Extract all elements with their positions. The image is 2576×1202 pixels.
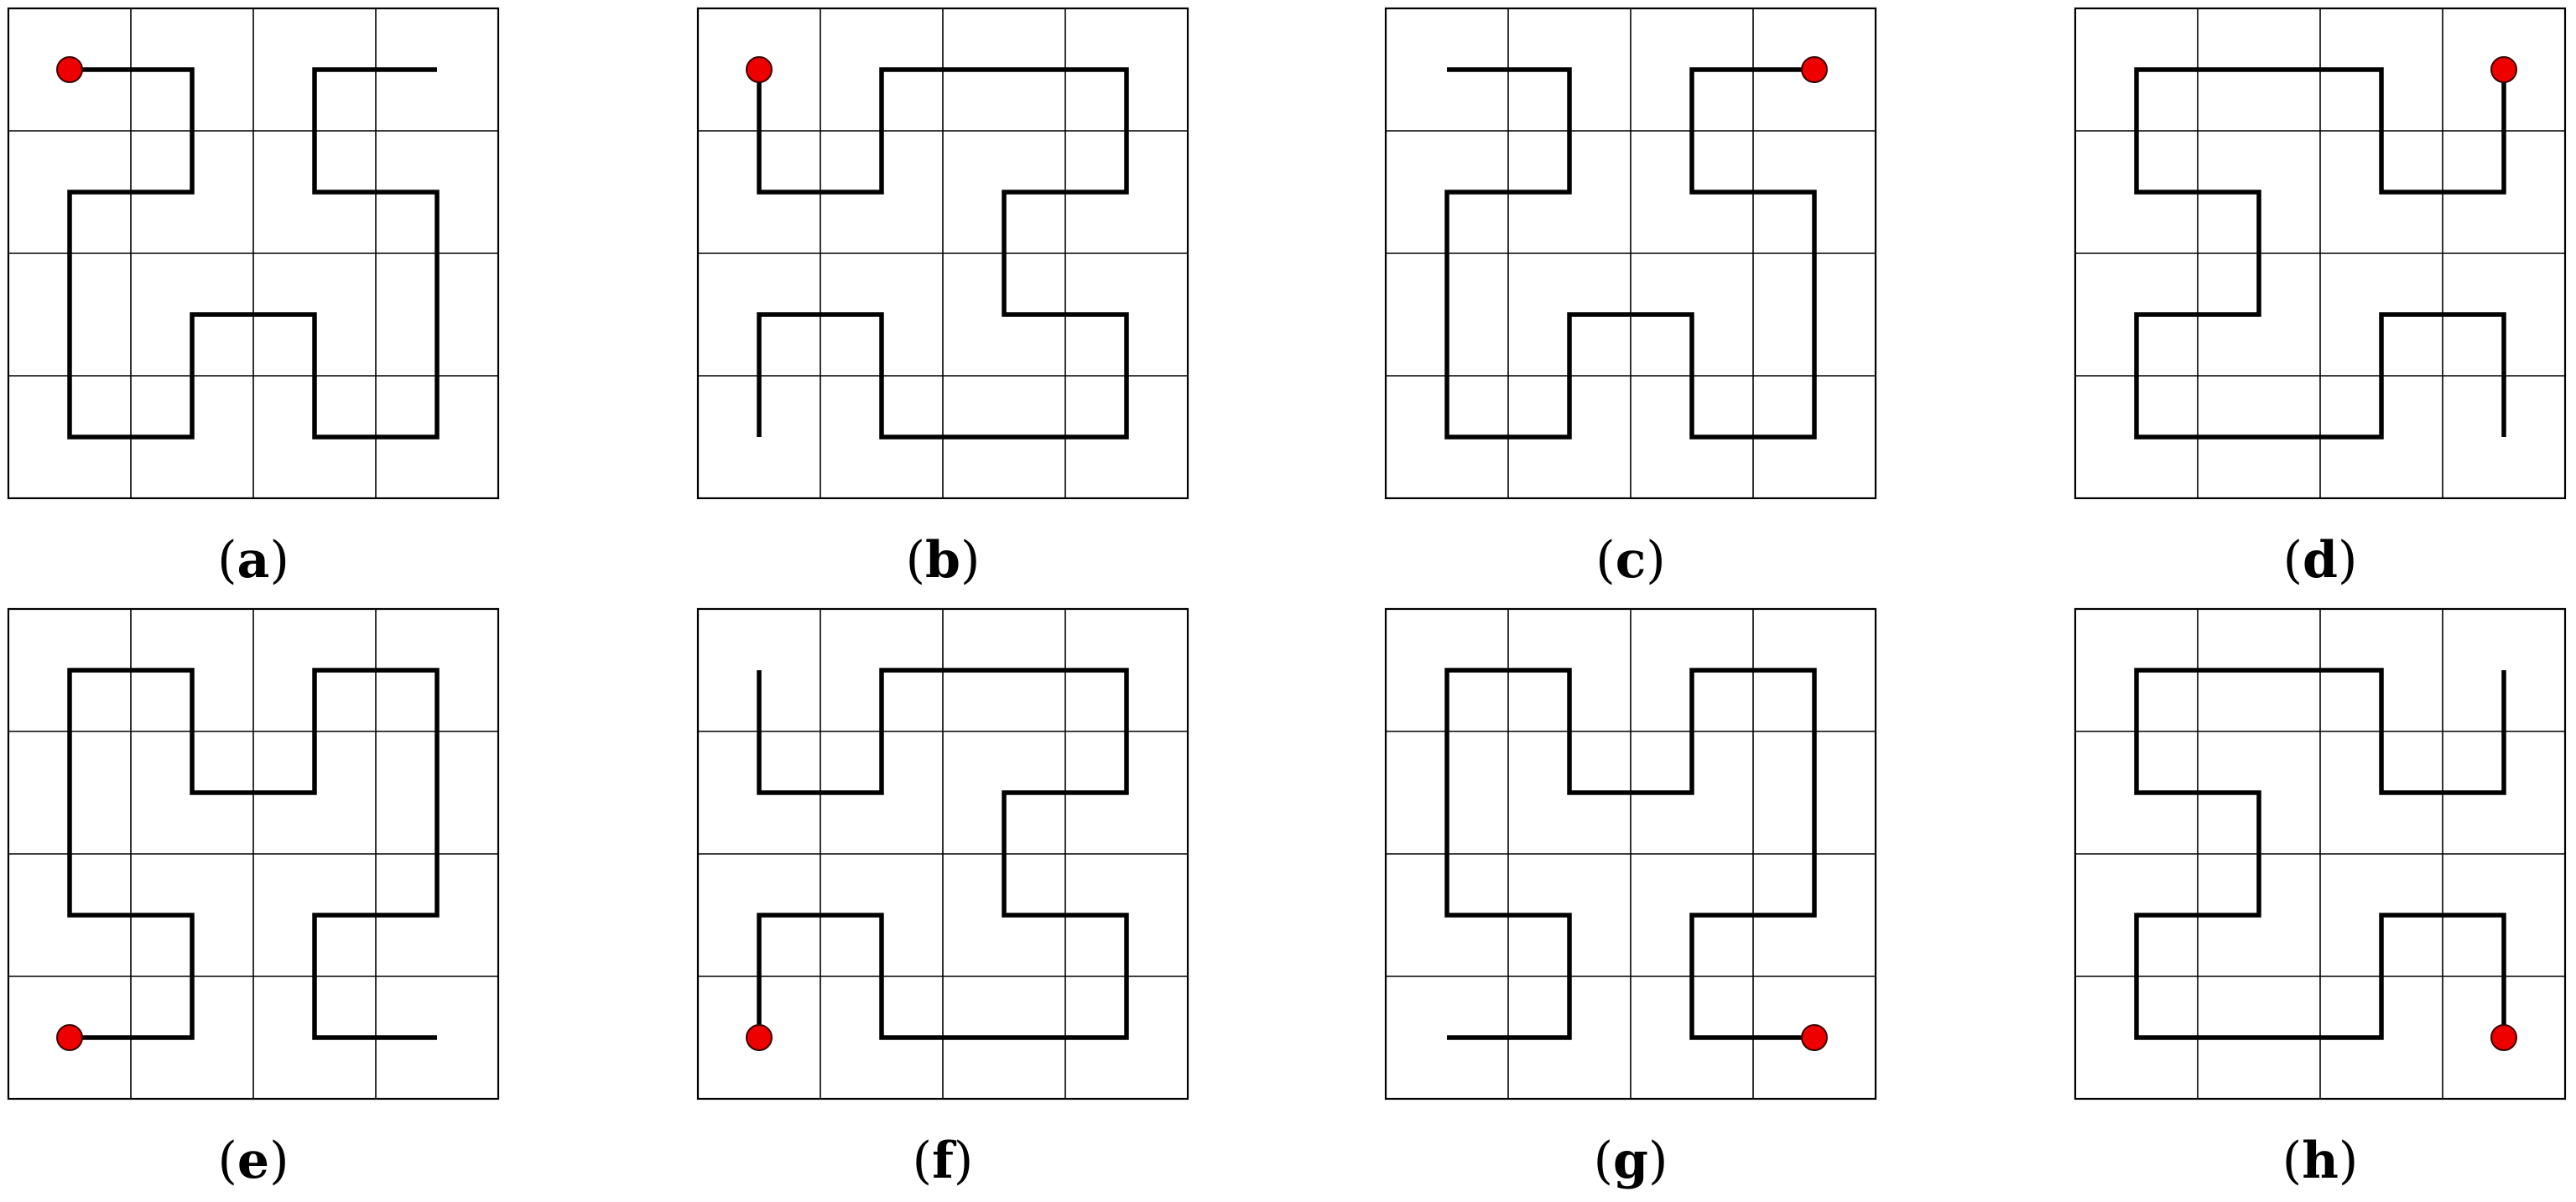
panel-caption: (d) — [2283, 531, 2358, 590]
start-point-marker — [56, 56, 83, 83]
grid — [7, 607, 500, 1101]
grid-border — [2074, 607, 2567, 1101]
grid-border — [1384, 7, 1877, 500]
panel-caption: (f) — [913, 1132, 974, 1190]
caption-paren-open: ( — [2282, 1132, 2302, 1190]
grid — [2074, 7, 2567, 500]
grid-border — [1384, 607, 1877, 1101]
grid — [1384, 7, 1877, 500]
panel-caption: (g) — [1594, 1132, 1668, 1190]
caption-letter: a — [237, 531, 270, 590]
grid — [1384, 607, 1877, 1101]
caption-paren-open: ( — [906, 531, 925, 590]
panel-caption: (c) — [1595, 531, 1665, 590]
panel-caption: (a) — [217, 531, 289, 590]
caption-paren-open: ( — [217, 531, 237, 590]
caption-paren-close: ) — [954, 1132, 973, 1190]
panel-caption: (e) — [217, 1132, 289, 1190]
caption-paren-close: ) — [269, 1132, 289, 1190]
panel-e: (e) — [7, 607, 500, 1190]
grid-border — [696, 607, 1189, 1101]
start-point-marker — [1801, 56, 1828, 83]
grid — [696, 607, 1189, 1101]
curve-path — [2134, 668, 2506, 1040]
curve-path — [1444, 668, 1817, 1040]
grid-border — [2074, 7, 2567, 500]
caption-paren-close: ) — [960, 531, 980, 590]
curve-path — [67, 668, 440, 1040]
caption-letter: g — [1613, 1132, 1648, 1190]
start-point-marker — [1801, 1024, 1828, 1051]
panel-caption: (h) — [2282, 1132, 2358, 1190]
caption-letter: e — [237, 1132, 269, 1190]
panel-b: (b) — [696, 7, 1189, 590]
grid-border — [7, 7, 500, 500]
caption-paren-open: ( — [217, 1132, 237, 1190]
panel-d: (d) — [2074, 7, 2567, 590]
caption-paren-close: ) — [2338, 531, 2357, 590]
start-point-marker — [746, 1024, 773, 1051]
start-point-marker — [746, 56, 773, 83]
curve-path — [757, 668, 1129, 1040]
curve-path — [1444, 67, 1817, 440]
grid — [2074, 607, 2567, 1101]
start-point-marker — [56, 1024, 83, 1051]
grid — [7, 7, 500, 500]
curve-path — [67, 67, 440, 440]
panel-caption: (b) — [906, 531, 981, 590]
caption-paren-open: ( — [2283, 531, 2303, 590]
caption-paren-close: ) — [1646, 531, 1665, 590]
caption-letter: b — [925, 531, 960, 590]
caption-paren-open: ( — [913, 1132, 932, 1190]
caption-paren-close: ) — [2339, 1132, 2358, 1190]
grid — [696, 7, 1189, 500]
start-point-marker — [2490, 1024, 2517, 1051]
caption-letter: h — [2302, 1132, 2339, 1190]
grid-border — [7, 607, 500, 1101]
caption-paren-close: ) — [269, 531, 289, 590]
panel-h: (h) — [2074, 607, 2567, 1190]
caption-paren-open: ( — [1595, 531, 1615, 590]
start-point-marker — [2490, 56, 2517, 83]
curve-path — [757, 67, 1129, 440]
caption-letter: f — [932, 1132, 957, 1190]
curve-path — [2134, 67, 2506, 440]
caption-paren-open: ( — [1594, 1132, 1613, 1190]
grid-border — [696, 7, 1189, 500]
panel-g: (g) — [1384, 607, 1877, 1190]
panel-a: (a) — [7, 7, 500, 590]
panel-c: (c) — [1384, 7, 1877, 590]
caption-letter: d — [2303, 531, 2338, 590]
panel-f: (f) — [696, 607, 1189, 1190]
caption-letter: c — [1616, 531, 1647, 590]
caption-paren-close: ) — [1648, 1132, 1668, 1190]
